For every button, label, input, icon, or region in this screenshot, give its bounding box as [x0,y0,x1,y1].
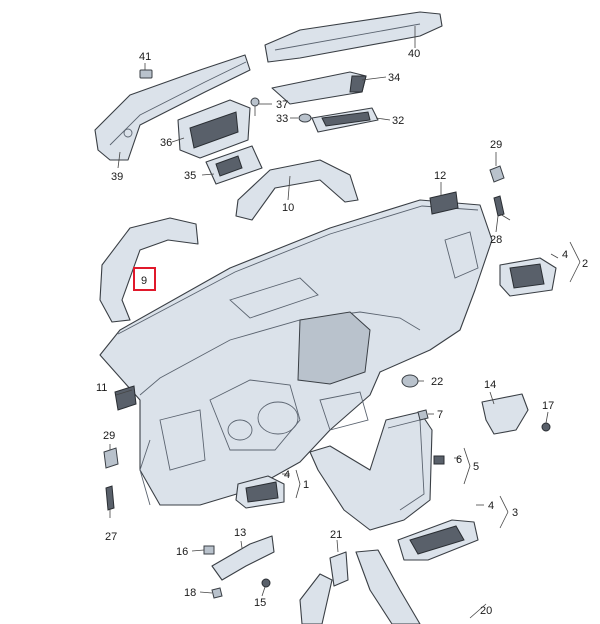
part-37-screw [250,97,260,116]
callout-14: 14 [484,379,496,391]
part-18-nut [211,587,223,599]
callout-6: 6 [456,454,462,466]
callout-17: 17 [542,400,554,412]
callout-2: 2 [582,258,588,270]
callout-4-upper: 4 [562,249,568,261]
part-1-lower-vent [235,475,285,509]
part-29-upper-clip [489,165,505,183]
callout-15: 15 [254,597,266,609]
part-7-clip [417,409,429,421]
callout-11: 11 [96,382,107,394]
callout-29-lower: 29 [103,430,115,442]
callout-5: 5 [473,461,479,473]
callout-35: 35 [184,170,196,182]
part-6-clip [433,455,445,465]
callout-4-middle: 4 [284,469,290,481]
callout-3: 3 [512,507,518,519]
part-16-clip [203,545,215,555]
callout-36: 36 [160,137,172,149]
part-12-switch [429,191,459,215]
part-9-highlight-box [133,267,156,291]
part-41-clip [139,69,153,79]
callout-1: 1 [303,479,309,491]
callout-39: 39 [111,171,123,183]
callout-12: 12 [434,170,446,182]
part-13-duct [211,535,275,581]
part-29-lower-clip [103,447,119,469]
part-22-knob [401,374,419,388]
part-21-bracket [329,551,349,587]
part-40-top-trim [264,11,443,63]
callout-labels: 40 41 34 37 36 33 32 39 35 10 29 28 12 9… [96,48,588,617]
part-36-vent-housing [177,99,251,159]
callout-9: 9 [141,275,147,287]
callout-20: 20 [480,605,492,617]
callout-27: 27 [105,531,117,543]
part-39-side-channel [94,54,251,161]
part-15-screw [261,578,271,588]
part-28-sensor [493,195,511,221]
leader-lines [109,26,581,619]
callout-29-upper: 29 [490,139,502,151]
part-14-bracket [481,393,529,435]
callout-18: 18 [184,587,196,599]
part-32-center-vent [311,107,379,133]
callout-10: 10 [282,202,294,214]
callout-32: 32 [392,115,404,127]
callout-33: 33 [276,113,288,125]
part-2-side-vent [499,257,557,297]
part-33-clip [298,113,312,123]
part-9-air-duct [99,217,199,323]
callout-4-lower: 4 [488,500,494,512]
callout-40: 40 [408,48,420,60]
dashboard-panel [99,199,493,506]
callout-41: 41 [139,51,151,63]
callout-16: 16 [176,546,188,558]
part-11-vent-small [114,385,137,411]
part-35-frame [205,145,263,185]
callout-21: 21 [330,529,342,541]
callout-34: 34 [388,72,400,84]
callout-22: 22 [431,376,443,388]
part-27-sensor [105,485,115,518]
callout-13: 13 [234,527,246,539]
callout-7: 7 [437,409,443,421]
lower-center-duct [309,411,433,531]
part-17-screw [541,422,551,432]
part-20-lower-duct [299,549,421,624]
callout-28: 28 [490,234,502,246]
callout-37: 37 [276,99,288,111]
part-3-center-vent [397,519,479,561]
part-10-air-duct [235,159,359,221]
